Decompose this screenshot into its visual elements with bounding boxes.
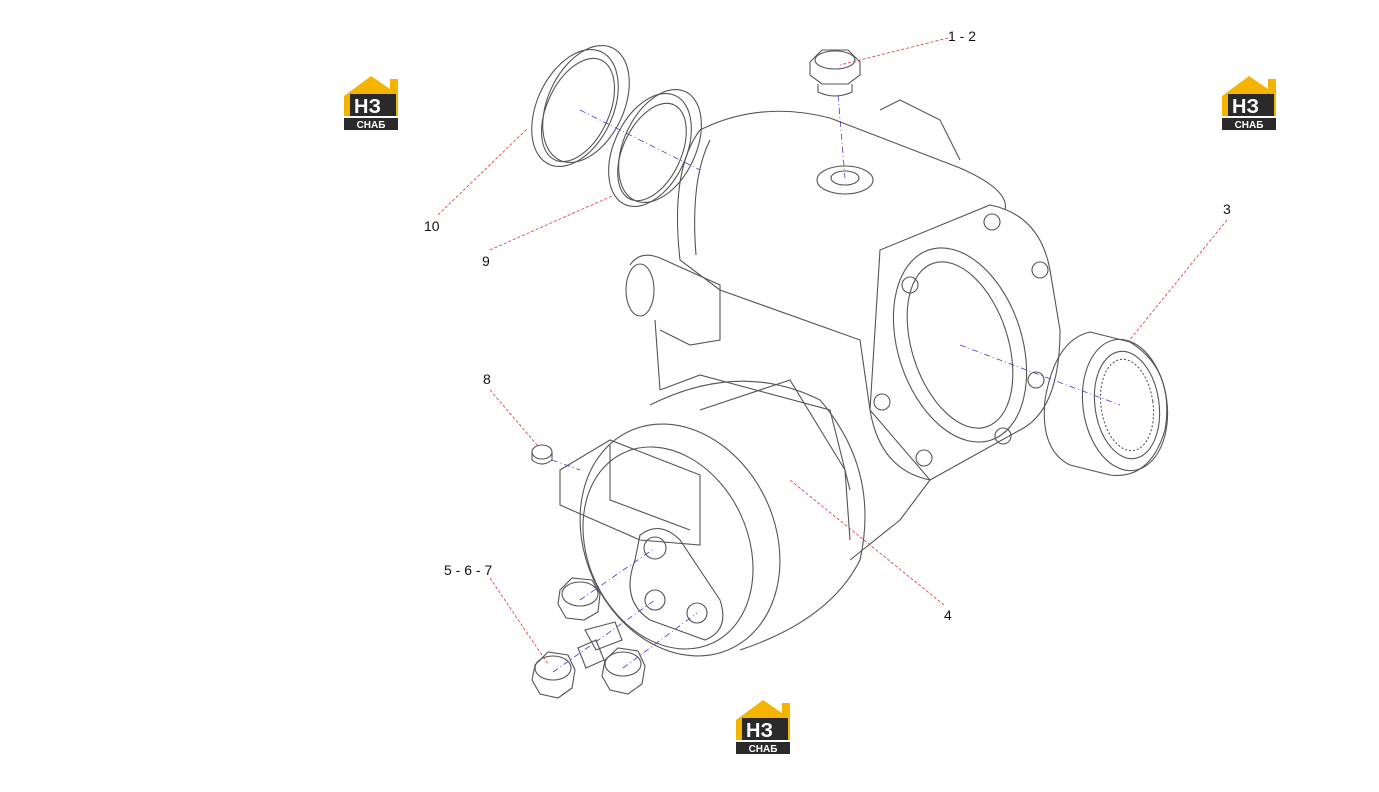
callout-5-6-7: 5 - 6 - 7 (444, 562, 493, 578)
bolt-set (531, 577, 646, 699)
needle-bearing (1043, 331, 1169, 476)
logo-letters: НЗ (354, 96, 381, 118)
logo-word: СНАБ (1235, 120, 1264, 131)
logo-letters: НЗ (1232, 96, 1259, 118)
brand-logo-right: НЗ СНАБ (1218, 74, 1280, 132)
axle-housing (559, 99, 1061, 657)
brand-logo-left: НЗ СНАБ (340, 74, 402, 132)
logo-word: СНАБ (749, 744, 778, 755)
callout-10: 10 (424, 218, 440, 234)
callout-3: 3 (1223, 201, 1231, 217)
breather-plug (809, 49, 861, 97)
callout-4: 4 (944, 607, 952, 623)
assembly-axes (551, 94, 1121, 673)
logo-letters: НЗ (746, 720, 773, 742)
leader-lines (437, 37, 1228, 665)
seal-ring-9 (608, 88, 702, 208)
dowel-pin (531, 444, 553, 465)
callout-8: 8 (483, 371, 491, 387)
logo-word: СНАБ (357, 120, 386, 131)
callout-1-2: 1 - 2 (948, 28, 977, 44)
seal-ring-10 (531, 45, 630, 167)
brand-logo-bottom: НЗ СНАБ (732, 698, 794, 756)
callout-9: 9 (482, 253, 490, 269)
